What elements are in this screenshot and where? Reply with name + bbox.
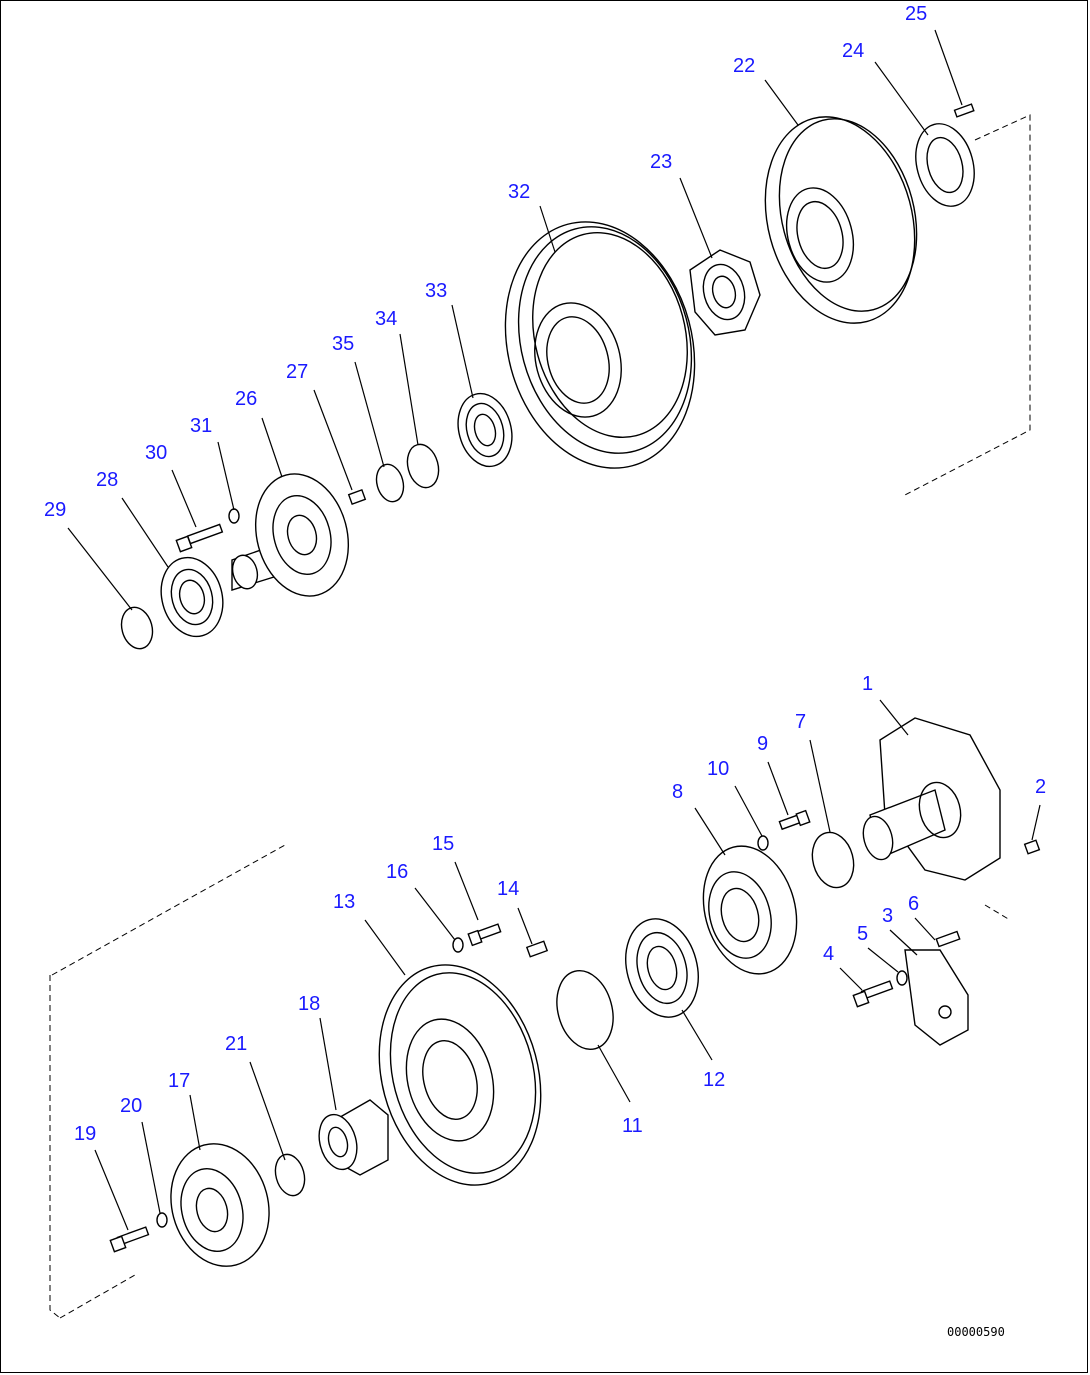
callout-20: 20 [120,1095,142,1117]
callout-34: 34 [375,308,397,330]
callout-4: 4 [823,943,834,965]
part-34-snap-ring [406,443,440,489]
callout-31: 31 [190,415,212,437]
part-24-plate [915,123,975,207]
part-32-torque-converter [504,221,696,469]
part-33-bearing [457,392,513,468]
part-11-snap-ring [556,970,614,1050]
drawing-number: 00000590 [947,1325,1005,1339]
part-27-plug [347,489,367,505]
callout-11: 11 [622,1115,643,1137]
part-29-snap-ring [120,606,154,650]
callout-8: 8 [672,781,683,803]
callout-24: 24 [842,40,864,62]
callout-12: 12 [703,1069,725,1091]
part-9-bolt [778,809,811,831]
callout-18: 18 [298,993,320,1015]
part-22-cover [764,116,918,324]
callout-23: 23 [650,151,672,173]
part-19-bolt [109,1226,150,1253]
part-12-bearing [625,918,699,1018]
callout-25: 25 [905,3,927,25]
part-15-bolt [467,923,502,947]
callout-3: 3 [882,905,893,927]
part-25-pin [953,103,975,118]
callout-28: 28 [96,469,118,491]
part-3-bracket [904,949,969,1046]
part-1-housing [862,717,1001,881]
part-7-o-ring [811,831,855,889]
callout-35: 35 [332,333,354,355]
callout-26: 26 [235,388,257,410]
callout-13: 13 [333,891,355,913]
callout-1: 1 [862,673,873,695]
callout-labels: 25 24 22 23 32 33 34 35 27 26 31 30 28 2… [44,3,1046,1145]
part-6-pin [935,930,961,948]
part-17-drive-gear [170,1143,270,1267]
callout-7: 7 [795,711,806,733]
part-10-washer [757,835,769,851]
callout-5: 5 [857,923,868,945]
part-26-stator-shaft [231,473,350,597]
callout-14: 14 [497,878,519,900]
part-23-hub [689,249,761,336]
callout-16: 16 [386,861,408,883]
callout-21: 21 [225,1033,247,1055]
callout-32: 32 [508,181,530,203]
part-28-bearing [160,556,224,638]
part-14-fitting [525,940,549,958]
part-35-snap-ring [375,463,405,503]
callout-27: 27 [286,361,308,383]
callout-30: 30 [145,442,167,464]
callout-2: 2 [1035,776,1046,798]
callout-10: 10 [707,758,729,780]
callout-6: 6 [908,893,919,915]
part-16-washer [452,937,464,953]
callout-22: 22 [733,55,755,77]
part-4-bolt [852,980,894,1008]
part-5-washer [896,970,908,986]
callout-15: 15 [432,833,454,855]
callout-19: 19 [74,1123,96,1145]
callout-29: 29 [44,499,66,521]
part-21-snap-ring [274,1153,306,1197]
leader-lines [67,29,1041,1231]
part-18-collar [318,1099,389,1176]
part-31-washer [228,508,240,524]
part-2-plug [1023,839,1041,855]
part-13-stator [378,964,542,1186]
part-8-retainer [702,845,798,975]
callout-9: 9 [757,733,768,755]
part-30-bolt [175,523,224,553]
part-20-washer [156,1212,168,1228]
assembly-boundary-lines [49,114,1031,1319]
callout-33: 33 [425,280,447,302]
callout-17: 17 [168,1070,190,1092]
